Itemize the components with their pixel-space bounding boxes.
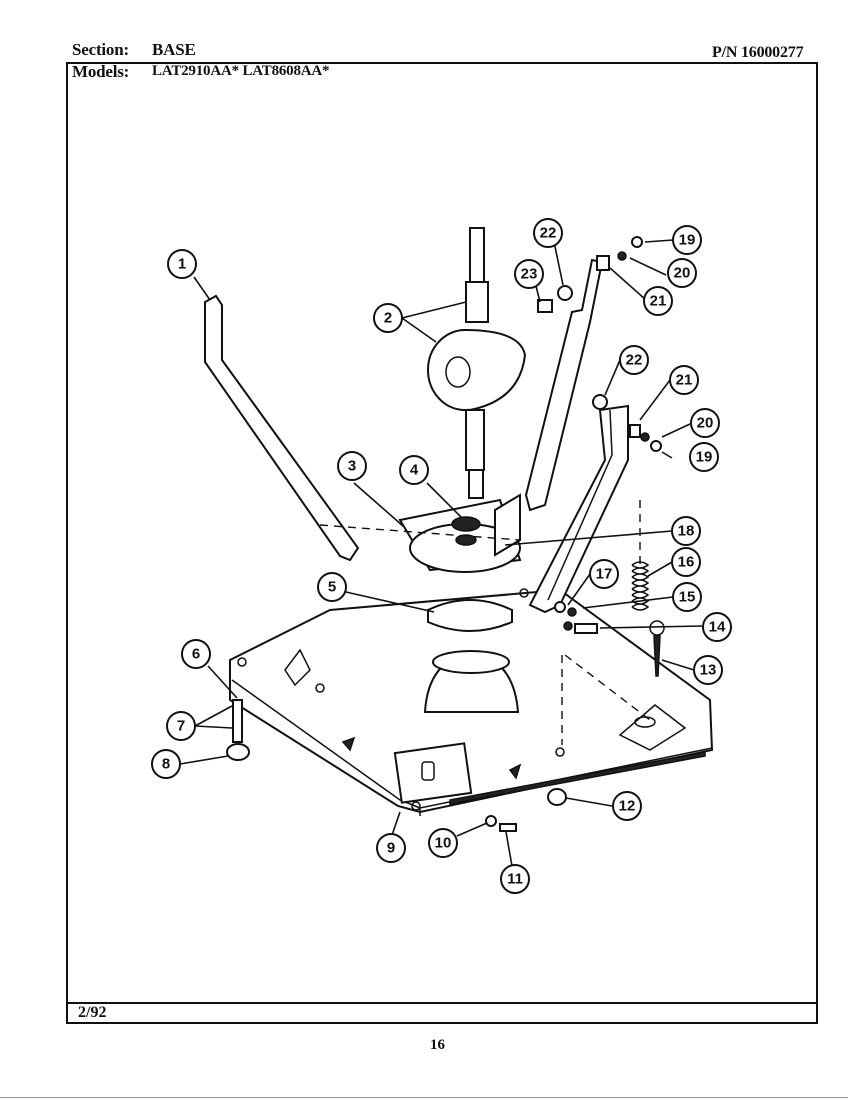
models-value: LAT2910AA* LAT8608AA* bbox=[152, 63, 330, 79]
brace-leg-left bbox=[204, 294, 360, 562]
svg-text:23: 23 bbox=[521, 266, 538, 283]
callout-21-lower: 21 bbox=[669, 365, 699, 395]
fasteners bbox=[226, 236, 662, 832]
callout-14: 14 bbox=[702, 612, 732, 642]
callout-21: 21 bbox=[643, 286, 673, 316]
callout-6: 6 bbox=[181, 639, 211, 669]
spring bbox=[631, 500, 665, 677]
svg-text:4: 4 bbox=[410, 462, 419, 479]
callout-2: 2 bbox=[373, 303, 403, 333]
svg-text:21: 21 bbox=[676, 372, 693, 389]
svg-text:22: 22 bbox=[540, 225, 557, 242]
callout-3: 3 bbox=[337, 451, 367, 481]
callout-1: 1 bbox=[167, 249, 197, 279]
svg-text:6: 6 bbox=[192, 646, 200, 663]
callout-7: 7 bbox=[166, 711, 196, 741]
svg-text:8: 8 bbox=[162, 756, 170, 773]
callout-11: 11 bbox=[500, 864, 530, 894]
svg-text:1: 1 bbox=[178, 256, 186, 273]
diagram-frame bbox=[66, 62, 818, 1024]
models-label: Models: bbox=[72, 62, 130, 81]
section-value: BASE bbox=[152, 40, 196, 59]
svg-text:2: 2 bbox=[384, 310, 392, 327]
callout-23: 23 bbox=[514, 259, 544, 289]
callout-10: 10 bbox=[428, 828, 458, 858]
callout-17: 17 bbox=[589, 559, 619, 589]
svg-text:11: 11 bbox=[507, 871, 523, 888]
callout-5: 5 bbox=[317, 572, 347, 602]
callout-19: 19 bbox=[672, 225, 702, 255]
upright-support-rear bbox=[524, 258, 604, 512]
callout-12: 12 bbox=[612, 791, 642, 821]
callout-13: 13 bbox=[693, 655, 723, 685]
part-number: P/N 16000277 bbox=[712, 44, 804, 61]
callout-20: 20 bbox=[667, 258, 697, 288]
callout-20-lower: 20 bbox=[690, 408, 720, 438]
callout-16: 16 bbox=[671, 547, 701, 577]
callout-22: 22 bbox=[533, 218, 563, 248]
svg-text:16: 16 bbox=[678, 554, 695, 571]
svg-text:19: 19 bbox=[679, 232, 696, 249]
revision-date: 2/92 bbox=[78, 1004, 107, 1021]
callout-22-lower: 22 bbox=[619, 345, 649, 375]
page-number: 16 bbox=[430, 1037, 445, 1053]
svg-text:18: 18 bbox=[678, 523, 695, 540]
svg-text:20: 20 bbox=[674, 265, 691, 282]
svg-text:22: 22 bbox=[626, 352, 643, 369]
page-edge-line bbox=[0, 1097, 848, 1098]
callout-9: 9 bbox=[376, 833, 406, 863]
svg-text:5: 5 bbox=[328, 579, 336, 596]
callout-18: 18 bbox=[671, 516, 701, 546]
callout-4: 4 bbox=[399, 455, 429, 485]
callout-8: 8 bbox=[151, 749, 181, 779]
transmission bbox=[427, 227, 527, 499]
split-ring bbox=[427, 599, 513, 632]
pulley-assembly bbox=[398, 493, 522, 573]
svg-text:14: 14 bbox=[709, 619, 726, 636]
svg-text:21: 21 bbox=[650, 293, 667, 310]
footer-divider bbox=[66, 1002, 818, 1004]
upright-support-front bbox=[528, 404, 629, 614]
svg-text:7: 7 bbox=[177, 718, 185, 735]
svg-text:15: 15 bbox=[679, 589, 696, 606]
svg-text:12: 12 bbox=[619, 798, 636, 815]
svg-text:17: 17 bbox=[596, 566, 613, 583]
section-label: Section: bbox=[72, 40, 129, 59]
svg-text:3: 3 bbox=[348, 458, 356, 475]
callout-19-lower: 19 bbox=[689, 442, 719, 472]
base-plate bbox=[229, 588, 714, 816]
callout-15: 15 bbox=[672, 582, 702, 612]
svg-text:10: 10 bbox=[435, 835, 452, 852]
svg-text:13: 13 bbox=[700, 662, 717, 679]
svg-text:19: 19 bbox=[696, 449, 713, 466]
svg-text:20: 20 bbox=[697, 415, 714, 432]
svg-text:9: 9 bbox=[387, 840, 395, 857]
